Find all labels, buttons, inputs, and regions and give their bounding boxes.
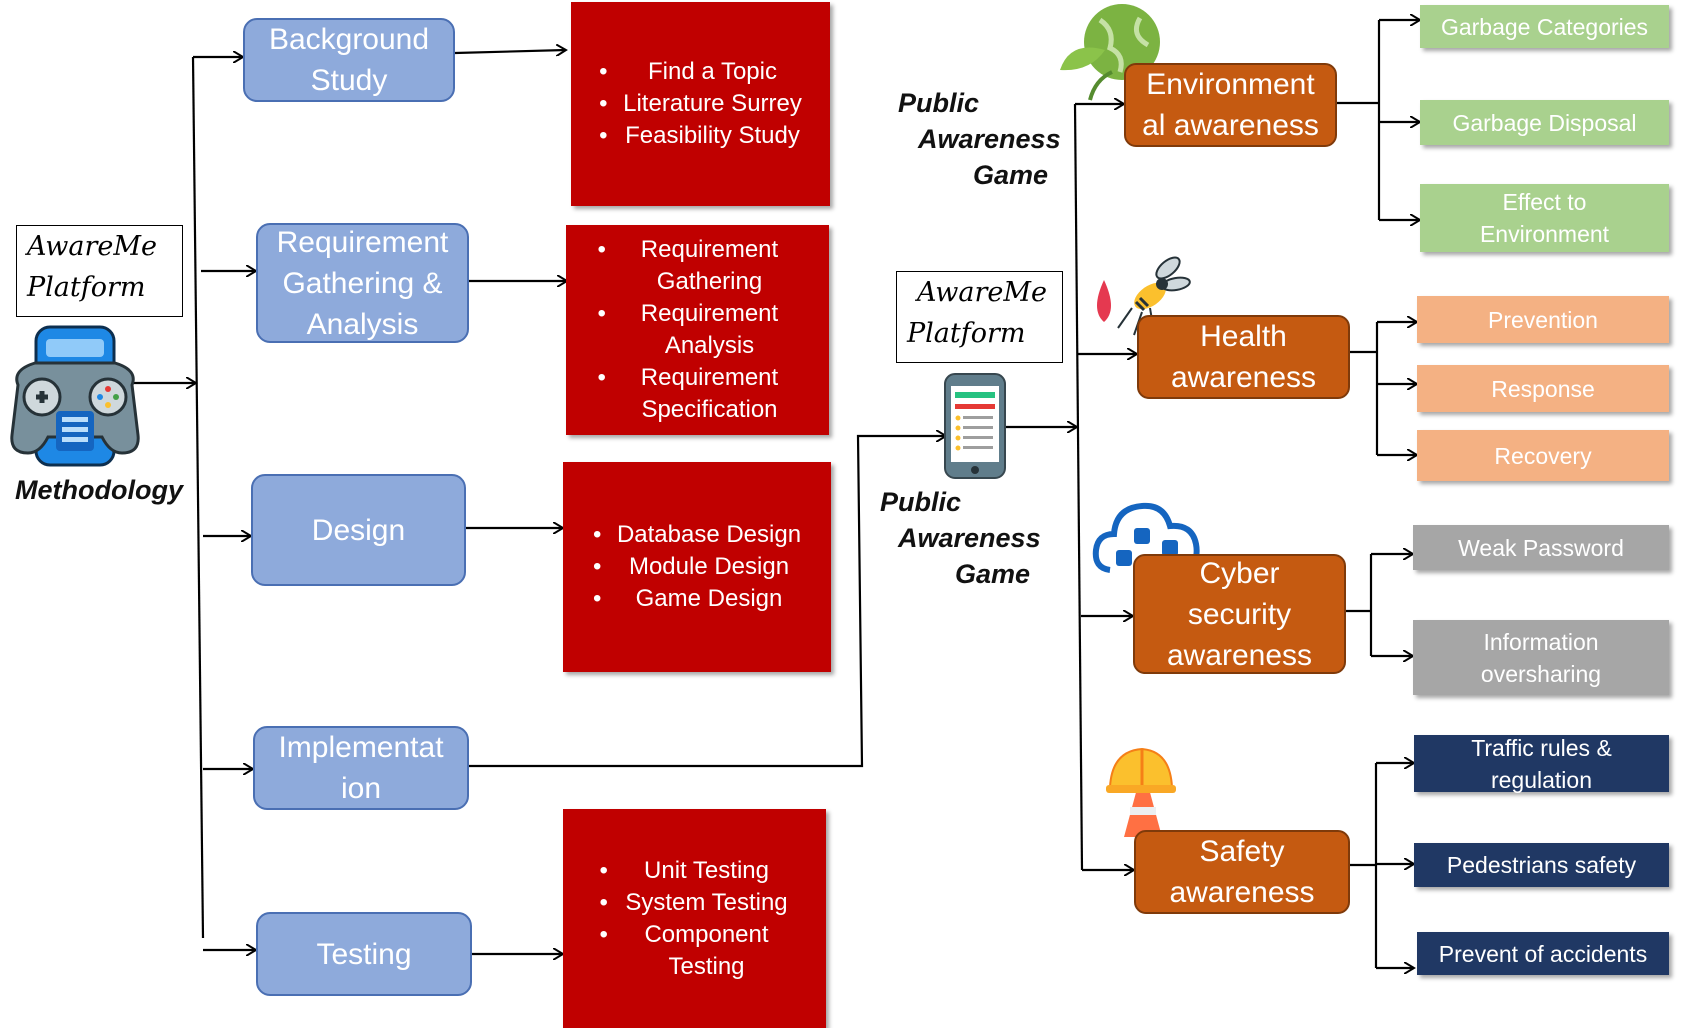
detail-item: Find a Topic bbox=[599, 56, 802, 88]
hardhat-cone-icon bbox=[1106, 747, 1176, 837]
detail-item: Component Testing bbox=[600, 919, 790, 983]
item-label: Response bbox=[1491, 375, 1595, 402]
phase-design: Design bbox=[251, 474, 466, 586]
detail-item: Module Design bbox=[593, 551, 801, 583]
item-label: oversharing bbox=[1480, 660, 1602, 687]
category-cyber-security: Cyber security awareness bbox=[1133, 554, 1346, 674]
item-prevention: Prevention bbox=[1417, 296, 1669, 343]
category-label: al awareness bbox=[1142, 109, 1319, 142]
item-weak-password: Weak Password bbox=[1413, 525, 1669, 570]
mosquito-blood-icon bbox=[1097, 256, 1191, 336]
detail-item: Unit Testing bbox=[600, 855, 790, 887]
gamepad-icon bbox=[10, 325, 140, 467]
phase-implementation: Implementat ion bbox=[253, 726, 469, 810]
item-label: Garbage Categories bbox=[1440, 13, 1649, 40]
item-label: Effect to bbox=[1502, 189, 1587, 215]
platform-label-line: Platform bbox=[27, 272, 146, 303]
detail-background-study: Find a Topic Literature Surrey Feasibili… bbox=[571, 2, 830, 206]
item-effect-to-environment: Effect to Environment bbox=[1420, 184, 1669, 252]
phase-label: Requirement bbox=[276, 225, 449, 259]
methodology-label: Methodology bbox=[15, 475, 183, 505]
item-information-oversharing: Information oversharing bbox=[1413, 620, 1669, 695]
phase-label: Analysis bbox=[306, 307, 419, 341]
phase-label: Background bbox=[268, 23, 430, 56]
detail-requirement-gathering: Requirement Gathering Requirement Analys… bbox=[566, 225, 829, 435]
item-label: Pedestrians safety bbox=[1446, 852, 1637, 878]
detail-item: Feasibility Study bbox=[599, 120, 802, 152]
category-label: Safety bbox=[1199, 835, 1285, 868]
awareme-platform-label: AwareMe Platform bbox=[16, 225, 183, 317]
detail-design: Database Design Module Design Game Desig… bbox=[563, 462, 831, 672]
category-environment: Environment al awareness bbox=[1124, 63, 1337, 147]
game-title-line: Public bbox=[898, 88, 980, 118]
item-label: Prevent of accidents bbox=[1438, 940, 1648, 967]
platform-label-line: AwareMe bbox=[917, 277, 1048, 308]
awareme-platform-label-phone: AwareMe Platform bbox=[896, 271, 1063, 363]
item-label: Prevention bbox=[1488, 306, 1598, 333]
phase-label: Implementat bbox=[278, 731, 444, 764]
category-label: awareness bbox=[1169, 876, 1315, 909]
category-health: Health awareness bbox=[1137, 315, 1350, 399]
cloud-social-icon bbox=[1092, 502, 1200, 573]
item-label: regulation bbox=[1490, 766, 1592, 793]
item-recovery: Recovery bbox=[1417, 430, 1669, 481]
detail-item: Database Design bbox=[593, 519, 801, 551]
item-garbage-categories: Garbage Categories bbox=[1420, 5, 1669, 48]
plant-globe-icon bbox=[1060, 4, 1160, 101]
game-title-top: Public Awareness Game bbox=[898, 85, 1061, 193]
category-label: awareness bbox=[1166, 638, 1313, 672]
platform-label-line: Platform bbox=[907, 318, 1026, 349]
detail-item: Requirement Specification bbox=[598, 362, 798, 426]
detail-item: System Testing bbox=[600, 887, 790, 919]
category-label: awareness bbox=[1170, 361, 1317, 394]
phase-label: Testing bbox=[316, 937, 412, 971]
item-garbage-disposal: Garbage Disposal bbox=[1420, 100, 1669, 145]
detail-item: Requirement Gathering bbox=[598, 234, 798, 298]
item-label: Weak Password bbox=[1458, 534, 1624, 561]
platform-label-line: AwareMe bbox=[27, 231, 158, 262]
category-label: Environment bbox=[1146, 68, 1315, 101]
item-traffic-rules: Traffic rules & regulation bbox=[1414, 734, 1669, 793]
item-label: Information bbox=[1483, 628, 1599, 655]
item-label: Recovery bbox=[1494, 442, 1592, 469]
phase-label: Design bbox=[311, 513, 406, 547]
phase-testing: Testing bbox=[256, 912, 472, 996]
item-pedestrians-safety: Pedestrians safety bbox=[1414, 843, 1669, 887]
game-title-line: Awareness bbox=[898, 523, 1041, 553]
category-safety: Safety awareness bbox=[1134, 830, 1350, 914]
item-label: Traffic rules & bbox=[1471, 734, 1612, 761]
game-title-line: Game bbox=[972, 160, 1048, 190]
item-prevent-accidents: Prevent of accidents bbox=[1417, 932, 1669, 975]
detail-testing: Unit Testing System Testing Component Te… bbox=[563, 809, 826, 1028]
item-label: Garbage Disposal bbox=[1452, 109, 1637, 136]
game-title-line: Game bbox=[954, 559, 1030, 589]
category-label: security bbox=[1187, 597, 1292, 631]
item-label: Environment bbox=[1479, 221, 1610, 247]
game-title-line: Public bbox=[880, 487, 962, 517]
game-title-line: Awareness bbox=[918, 124, 1061, 154]
smartphone-icon bbox=[944, 373, 1006, 479]
detail-item: Literature Surrey bbox=[599, 88, 802, 120]
phase-label: Gathering & bbox=[282, 266, 443, 300]
item-response: Response bbox=[1417, 365, 1669, 412]
phase-label: Study bbox=[310, 64, 388, 97]
category-label: Cyber bbox=[1199, 556, 1280, 590]
detail-item: Game Design bbox=[593, 583, 801, 615]
game-title-bottom: Public Awareness Game bbox=[880, 484, 1041, 592]
phase-label: ion bbox=[340, 772, 382, 805]
category-label: Health bbox=[1200, 320, 1287, 353]
detail-item: Requirement Analysis bbox=[598, 298, 798, 362]
